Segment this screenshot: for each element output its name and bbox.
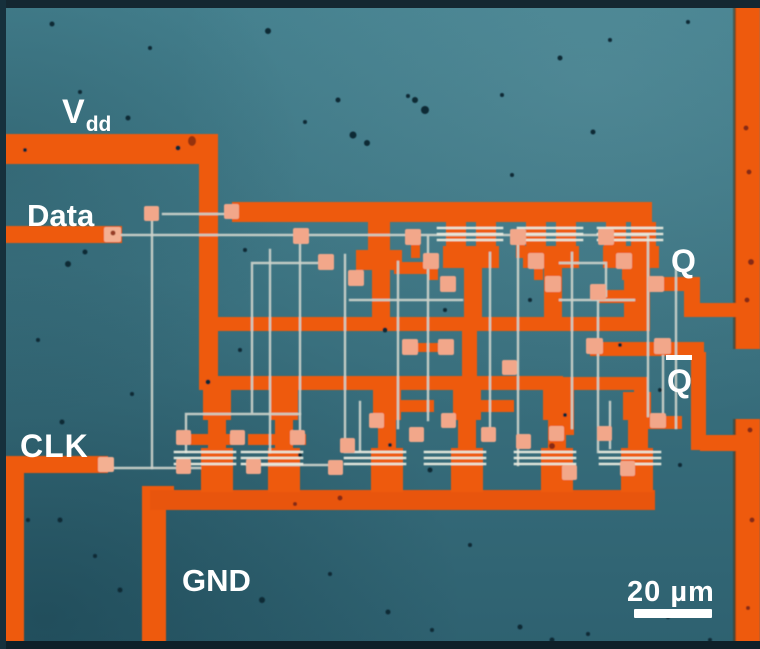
gnd-label: GND xyxy=(182,563,251,598)
qbar-label: Q xyxy=(666,355,692,399)
scale-bar: 20 µm xyxy=(627,576,715,618)
annotation-labels: Vdd Data CLK GND Q Q 20 µm xyxy=(20,93,715,618)
vdd-bus-trace xyxy=(0,134,218,390)
clk-trace xyxy=(5,456,108,649)
defect-speckles-layer xyxy=(23,20,755,643)
q-label: Q xyxy=(671,243,696,279)
scale-bar-line xyxy=(634,609,712,618)
clk-label: CLK xyxy=(20,428,89,464)
scale-bar-label: 20 µm xyxy=(627,576,715,608)
data-label: Data xyxy=(27,198,95,233)
data-trace xyxy=(0,226,122,243)
contact-pads-layer xyxy=(98,204,671,480)
vdd-label: Vdd xyxy=(62,93,111,136)
poly-gate-wires-layer xyxy=(106,212,678,470)
qbar-overline xyxy=(666,355,692,360)
gnd-trace xyxy=(142,486,655,649)
svg-text:Q: Q xyxy=(667,363,692,399)
right-pad-rail xyxy=(733,0,760,649)
